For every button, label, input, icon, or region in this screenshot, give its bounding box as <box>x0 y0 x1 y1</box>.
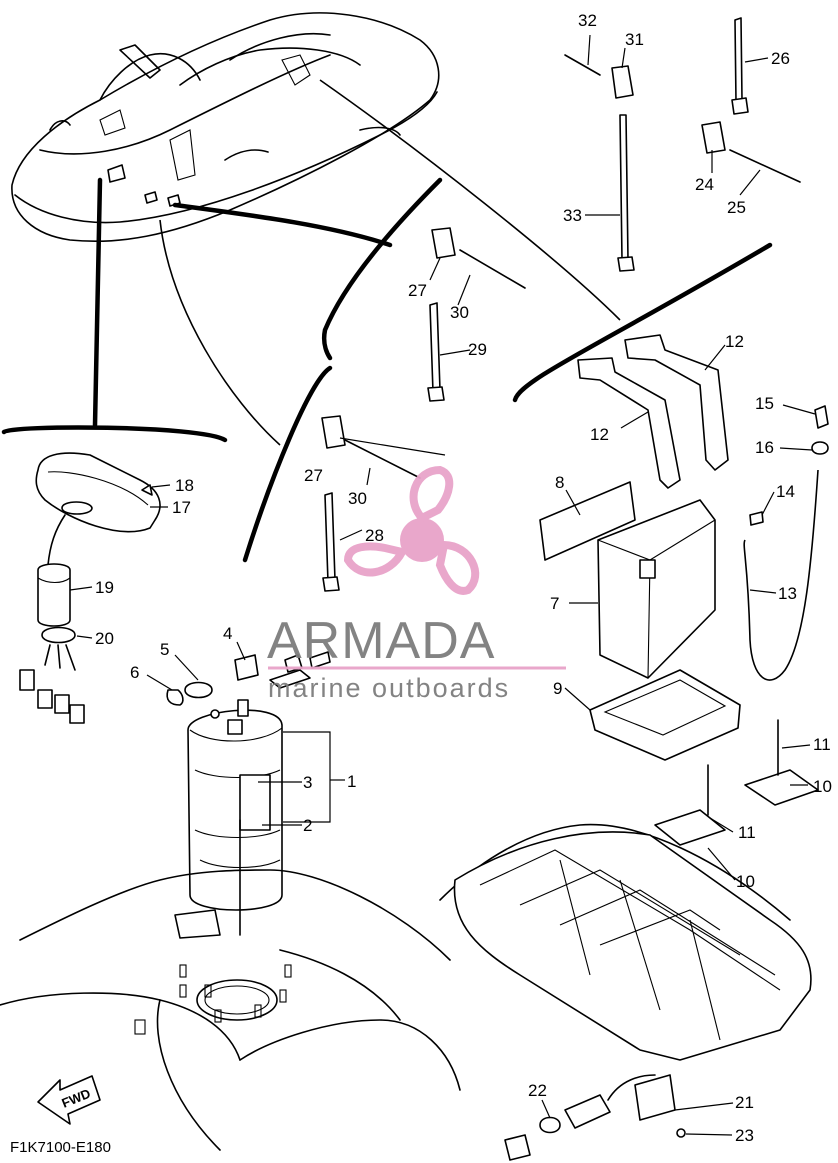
callout-33: 33 <box>563 206 582 225</box>
callout-19: 19 <box>95 578 114 597</box>
callout-7: 7 <box>550 594 559 613</box>
callout-leaders <box>69 34 816 1136</box>
diagram-code: F1K7100-E180 <box>10 1139 111 1156</box>
callout-27-lower: 27 <box>304 466 323 485</box>
callout-13: 13 <box>778 584 797 603</box>
callout-25: 25 <box>727 198 746 217</box>
callout-2: 2 <box>303 816 312 835</box>
callout-1: 1 <box>347 772 356 791</box>
callout-23: 23 <box>735 1126 754 1145</box>
callout-4: 4 <box>223 624 232 643</box>
watermark-subtitle: marine outboards <box>268 673 510 703</box>
callout-6: 6 <box>130 663 139 682</box>
lower-deck-drawing <box>0 823 791 1151</box>
sender-group <box>504 1074 686 1161</box>
fuel-sender-group <box>19 452 161 724</box>
callout-15: 15 <box>755 394 774 413</box>
battery-group <box>539 334 829 761</box>
watercraft-hull-drawing <box>11 12 440 243</box>
propeller-logo <box>343 465 480 595</box>
callout-29: 29 <box>468 340 487 359</box>
callout-26: 26 <box>771 49 790 68</box>
callout-14: 14 <box>776 482 795 501</box>
callout-31: 31 <box>625 30 644 49</box>
callout-30-upper: 30 <box>450 303 469 322</box>
callout-20: 20 <box>95 629 114 648</box>
fastener-group <box>321 17 801 592</box>
forward-arrow: FWD <box>37 1075 101 1125</box>
callout-8: 8 <box>555 473 564 492</box>
callout-16: 16 <box>755 438 774 457</box>
callout-18: 18 <box>175 476 194 495</box>
callout-5: 5 <box>160 640 169 659</box>
fuel-pump-assembly <box>166 651 331 939</box>
callout-32: 32 <box>578 11 597 30</box>
callout-10-upper: 10 <box>813 777 832 796</box>
callout-10-lower: 10 <box>736 872 755 891</box>
callout-11-lower: 11 <box>738 823 756 842</box>
callout-27-upper: 27 <box>408 281 427 300</box>
group-pointer-lines <box>1 79 773 563</box>
callout-21: 21 <box>735 1093 754 1112</box>
callout-3: 3 <box>303 773 312 792</box>
callout-17: 17 <box>172 498 191 517</box>
callout-22: 22 <box>528 1081 547 1100</box>
callout-12-upper: 12 <box>725 332 744 351</box>
callout-12-lower: 12 <box>590 425 609 444</box>
callout-28: 28 <box>365 526 384 545</box>
callout-labels: 1 2 3 4 5 6 7 8 9 10 10 11 11 12 12 13 1… <box>95 11 832 1145</box>
battery-base-group <box>453 719 819 1061</box>
callout-24: 24 <box>695 175 714 194</box>
callout-9: 9 <box>553 679 562 698</box>
callout-11-upper: 11 <box>813 735 831 754</box>
watermark: ARMADA marine outboards <box>267 465 566 703</box>
callout-30-lower: 30 <box>348 489 367 508</box>
watermark-title: ARMADA <box>267 612 495 670</box>
